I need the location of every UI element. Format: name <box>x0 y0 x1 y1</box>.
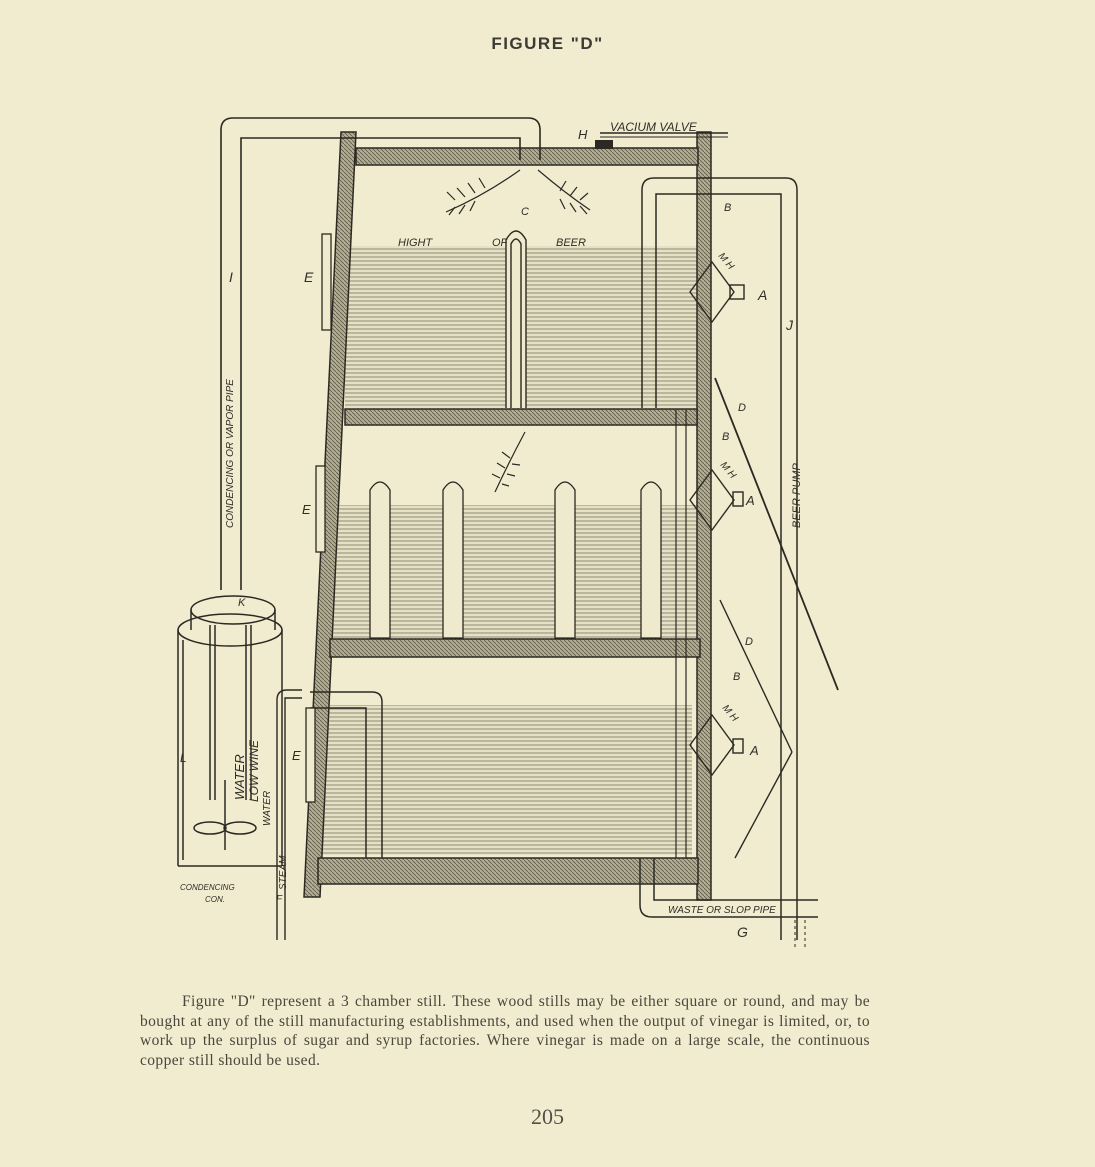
top-cap-c <box>505 230 527 408</box>
vapor-pipe <box>220 117 541 590</box>
label-i: I <box>229 269 233 285</box>
label-a-2: A <box>745 493 755 508</box>
middle-caps <box>369 481 662 639</box>
label-g: G <box>737 924 748 940</box>
label-condensing-can-1: CONDENCING <box>180 883 235 892</box>
label-c-top: C <box>521 206 529 218</box>
condensing-can <box>177 595 283 867</box>
waste-pipe <box>639 858 818 918</box>
label-mh-2: M H <box>718 460 739 482</box>
chamber-bottom-liquid <box>318 705 692 855</box>
caption-text: Figure "D" represent a 3 chamber still. … <box>140 993 870 1069</box>
vapor-arrows <box>445 169 591 493</box>
label-h: H <box>578 127 588 142</box>
left-post <box>303 131 357 898</box>
steam-pipe <box>276 689 302 940</box>
label-b-1: B <box>724 202 731 214</box>
shelf-1 <box>344 408 698 426</box>
label-water: WATER <box>232 754 247 800</box>
label-e-1: E <box>304 269 314 285</box>
label-beer: BEER <box>556 237 586 249</box>
label-mh-1: M H <box>716 251 737 273</box>
label-e-2: E <box>302 502 311 517</box>
label-beer-pump: BEER PUMP <box>791 463 803 528</box>
label-a-3: A <box>749 743 759 758</box>
label-of: OF <box>492 237 509 249</box>
figure-title: FIGURE "D" <box>491 34 604 53</box>
beer-pump-pipe <box>641 177 798 940</box>
label-a-1: A <box>757 287 767 303</box>
right-post <box>696 131 712 901</box>
label-water-small: WATER <box>262 791 273 826</box>
label-j: J <box>785 317 794 333</box>
label-condensing-can-2: CON. <box>205 895 225 904</box>
shelf-2 <box>329 638 701 658</box>
vacuum-valve <box>595 140 613 149</box>
label-waste-pipe: WASTE OR SLOP PIPE <box>668 905 776 916</box>
label-b-3: B <box>733 671 740 683</box>
label-b-2: B <box>722 431 729 443</box>
label-mh-3: M H <box>720 703 741 725</box>
bottom-pipe <box>310 691 383 858</box>
label-low-wine: LOW WINE <box>247 739 261 802</box>
drive-rod <box>714 377 839 691</box>
gauge-glasses <box>305 233 332 803</box>
label-hight: HIGHT <box>398 237 434 249</box>
label-f: F <box>276 894 283 905</box>
label-condensing-pipe: CONDENCING OR VAPOR PIPE <box>225 379 236 528</box>
downcomers <box>675 410 687 858</box>
label-vacuum-valve: VACIUM VALVE <box>610 120 698 134</box>
top-board <box>355 147 699 166</box>
page-number: 205 <box>531 1104 564 1129</box>
label-steam: STEAM <box>278 855 289 890</box>
label-d-1: D <box>738 402 746 414</box>
manholes <box>689 260 745 777</box>
label-d-2: D <box>745 636 753 648</box>
label-e-3: E <box>292 748 301 763</box>
label-k: K <box>238 597 246 609</box>
figure-caption: Figure "D" represent a 3 chamber still. … <box>140 992 870 1070</box>
base-board <box>317 857 699 885</box>
label-l: L <box>180 751 187 765</box>
